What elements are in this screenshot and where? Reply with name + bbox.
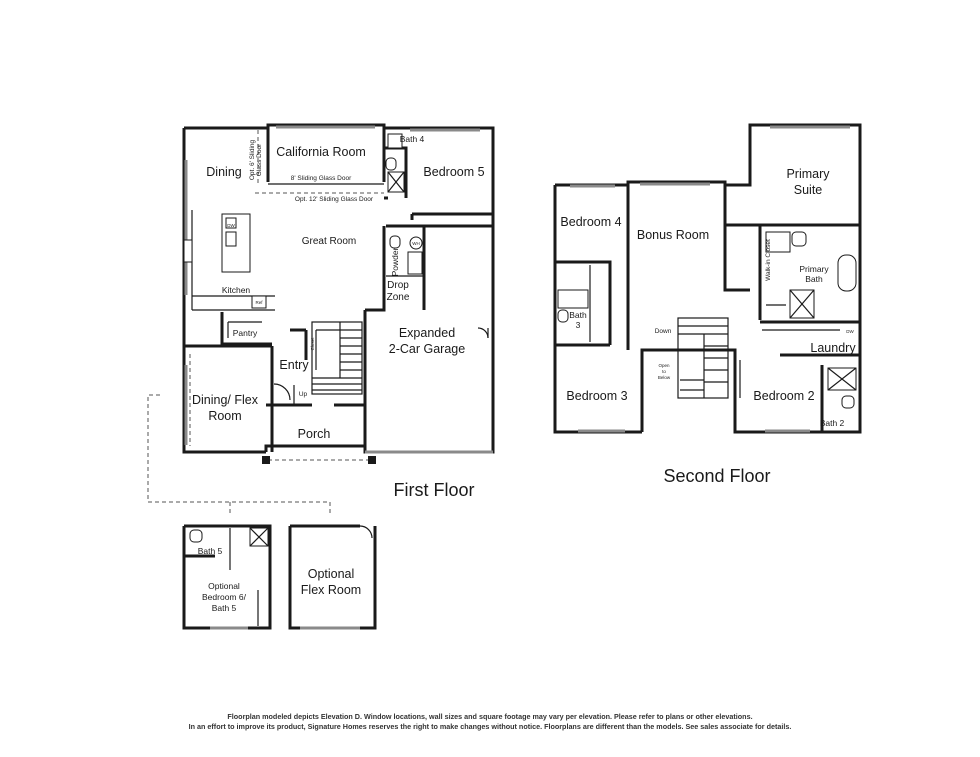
bath3-label: Bath [569,310,587,320]
primary-suite-label: Primary [786,167,830,181]
optional-bed6-label: Optional [208,581,240,591]
second-floor-plan [553,123,862,434]
up-label: Up [299,391,308,398]
disclaimer-line-1: Floorplan modeled depicts Elevation D. W… [227,712,753,721]
optional-bed6-label-2: Bedroom 6/ [202,592,247,602]
bedroom2-label: Bedroom 2 [753,389,814,403]
disclaimer-line-2: In an effort to improve its product, Sig… [188,722,792,731]
great-room-label: Great Room [302,236,356,247]
walkin-closet-label: Walk-in Closet [765,239,772,281]
sliding-door-opt12-label: Opt. 12' Sliding Glass Door [295,196,374,203]
first-floor-title: First Floor [394,480,475,500]
dining-label: Dining [206,165,241,179]
bedroom3-label: Bedroom 3 [566,389,627,403]
dw-label: DW [227,223,235,228]
sliding-door-opt6-label: Opt. 6' Sliding [249,139,256,180]
garage-label: Expanded [399,326,455,340]
drop-zone-label: Drop [387,280,409,291]
closet-label: Closet [310,337,315,351]
porch-label: Porch [298,427,331,441]
first-floor-plan [147,123,495,515]
powder-label: Powder [390,247,400,276]
bath3-label-2: 3 [576,320,581,330]
sliding-door-8-label: 8' Sliding Glass Door [291,175,352,182]
laundry-label: Laundry [810,341,856,355]
bedroom4-label: Bedroom 4 [560,215,621,229]
bedroom5-label: Bedroom 5 [423,165,484,179]
dw2-label: DW [846,329,854,334]
primary-bath-label-2: Bath [805,274,823,284]
wh-label: WH [412,241,420,246]
optional-rooms-plan [182,524,377,630]
entry-label: Entry [279,358,309,372]
bath4-label: Bath 4 [400,134,425,144]
california-room-label: California Room [276,145,366,159]
optional-flex-label: Optional [308,567,355,581]
sliding-door-opt6-label-2: Glass Door [256,143,263,176]
dining-flex-label-2: Room [208,409,241,423]
bath5-label: Bath 5 [198,546,223,556]
open-below-label-3: Below [658,375,671,380]
pantry-label: Pantry [233,328,258,338]
ref-label: Ref [255,300,263,305]
optional-flex-label-2: Flex Room [301,583,361,597]
kitchen-label: Kitchen [222,285,251,295]
open-below-label-2: to [662,369,666,374]
drop-zone-label-2: Zone [387,292,410,303]
primary-suite-label-2: Suite [794,183,823,197]
primary-bath-label: Primary [799,264,829,274]
open-below-label: Open [658,363,670,368]
optional-bed6-label-3: Bath 5 [212,603,237,613]
bonus-room-label: Bonus Room [637,228,709,242]
bath2-label: Bath 2 [820,418,845,428]
down-label: Down [655,328,672,335]
second-floor-title: Second Floor [663,466,770,486]
garage-label-2: 2-Car Garage [389,342,465,356]
dining-flex-label: Dining/ Flex [192,393,259,407]
